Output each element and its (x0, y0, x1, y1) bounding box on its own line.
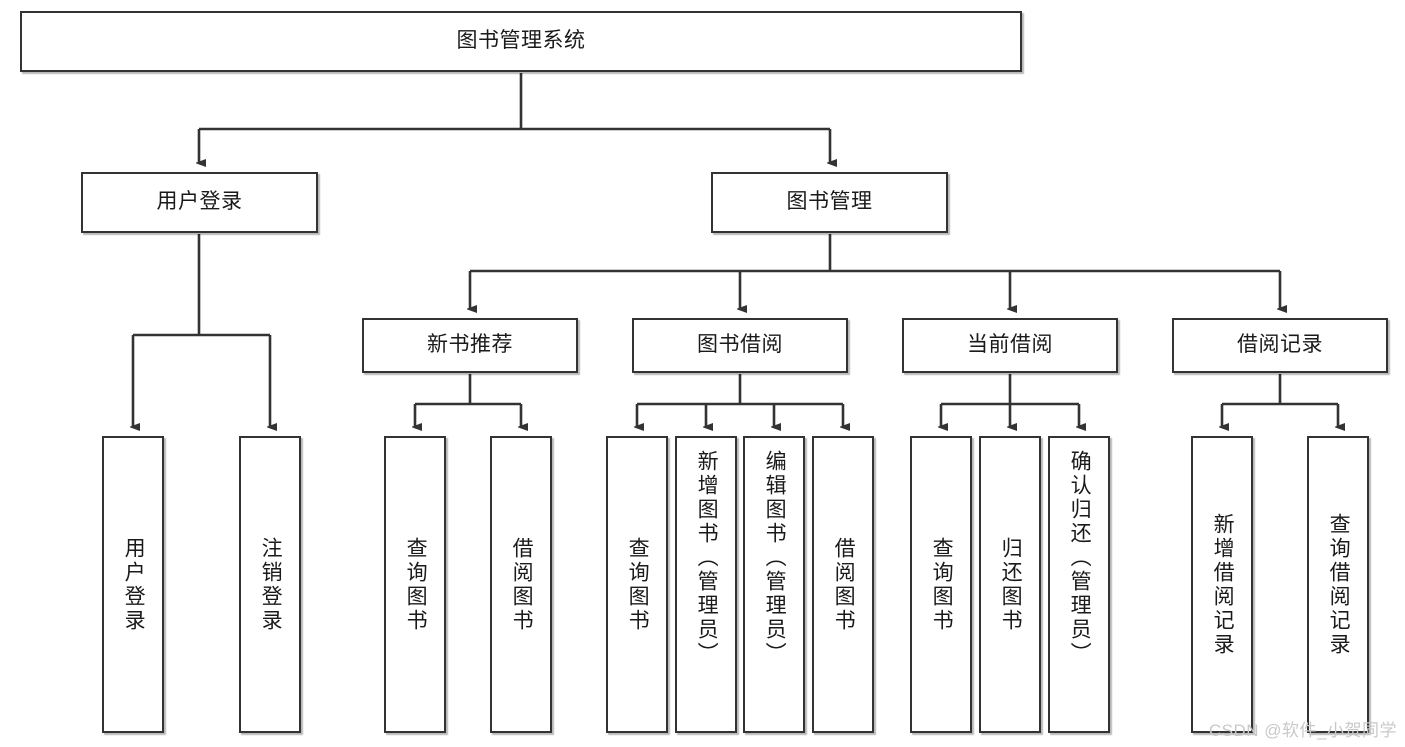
node-label: 图书管理 (786, 190, 873, 214)
node-label: 图书借阅 (697, 333, 783, 357)
node-label: 用户登录 (122, 536, 146, 633)
node-book-management[interactable]: 图书管理 (711, 172, 948, 233)
node-leaf-borrow-book-recommend[interactable]: 借阅图书 (490, 436, 552, 733)
node-current-borrow[interactable]: 当前借阅 (902, 318, 1118, 373)
node-label: 借阅图书 (832, 536, 856, 633)
node-leaf-query-book-current[interactable]: 查询图书 (910, 436, 972, 733)
node-label: 用户登录 (156, 190, 243, 214)
node-label: 查询图书 (930, 536, 954, 633)
node-label: 借阅图书 (510, 536, 534, 633)
node-leaf-confirm-return-admin[interactable]: 确认归还（管理员） (1048, 436, 1110, 733)
node-label: 编辑图书（管理员） (763, 450, 787, 666)
node-label: 确认归还（管理员） (1068, 450, 1092, 666)
node-leaf-edit-book-admin[interactable]: 编辑图书（管理员） (743, 436, 805, 733)
node-label: 当前借阅 (967, 333, 1053, 357)
node-leaf-return-book[interactable]: 归还图书 (979, 436, 1041, 733)
node-label: 注销登录 (259, 536, 283, 633)
node-label: 新书推荐 (427, 333, 513, 357)
node-leaf-query-book-borrow[interactable]: 查询图书 (606, 436, 668, 733)
node-leaf-add-book-admin[interactable]: 新增图书（管理员） (675, 436, 737, 733)
node-leaf-add-borrow-record[interactable]: 新增借阅记录 (1191, 436, 1253, 733)
node-leaf-query-borrow-record[interactable]: 查询借阅记录 (1307, 436, 1369, 733)
node-label: 图书管理系统 (456, 29, 586, 53)
node-leaf-user-login[interactable]: 用户登录 (102, 436, 164, 733)
node-label: 归还图书 (999, 536, 1023, 633)
node-label: 查询图书 (626, 536, 650, 633)
node-root-book-management-system[interactable]: 图书管理系统 (20, 11, 1022, 72)
node-label: 借阅记录 (1237, 333, 1323, 357)
node-leaf-logout[interactable]: 注销登录 (239, 436, 301, 733)
node-book-borrow[interactable]: 图书借阅 (632, 318, 848, 373)
node-new-book-recommend[interactable]: 新书推荐 (362, 318, 578, 373)
node-label: 新增借阅记录 (1211, 512, 1235, 657)
node-user-login[interactable]: 用户登录 (81, 172, 318, 233)
node-leaf-query-book-recommend[interactable]: 查询图书 (384, 436, 446, 733)
node-leaf-borrow-book[interactable]: 借阅图书 (812, 436, 874, 733)
node-label: 查询图书 (404, 536, 428, 633)
node-label: 查询借阅记录 (1327, 512, 1351, 657)
node-label: 新增图书（管理员） (695, 450, 719, 666)
node-borrow-record[interactable]: 借阅记录 (1172, 318, 1388, 373)
